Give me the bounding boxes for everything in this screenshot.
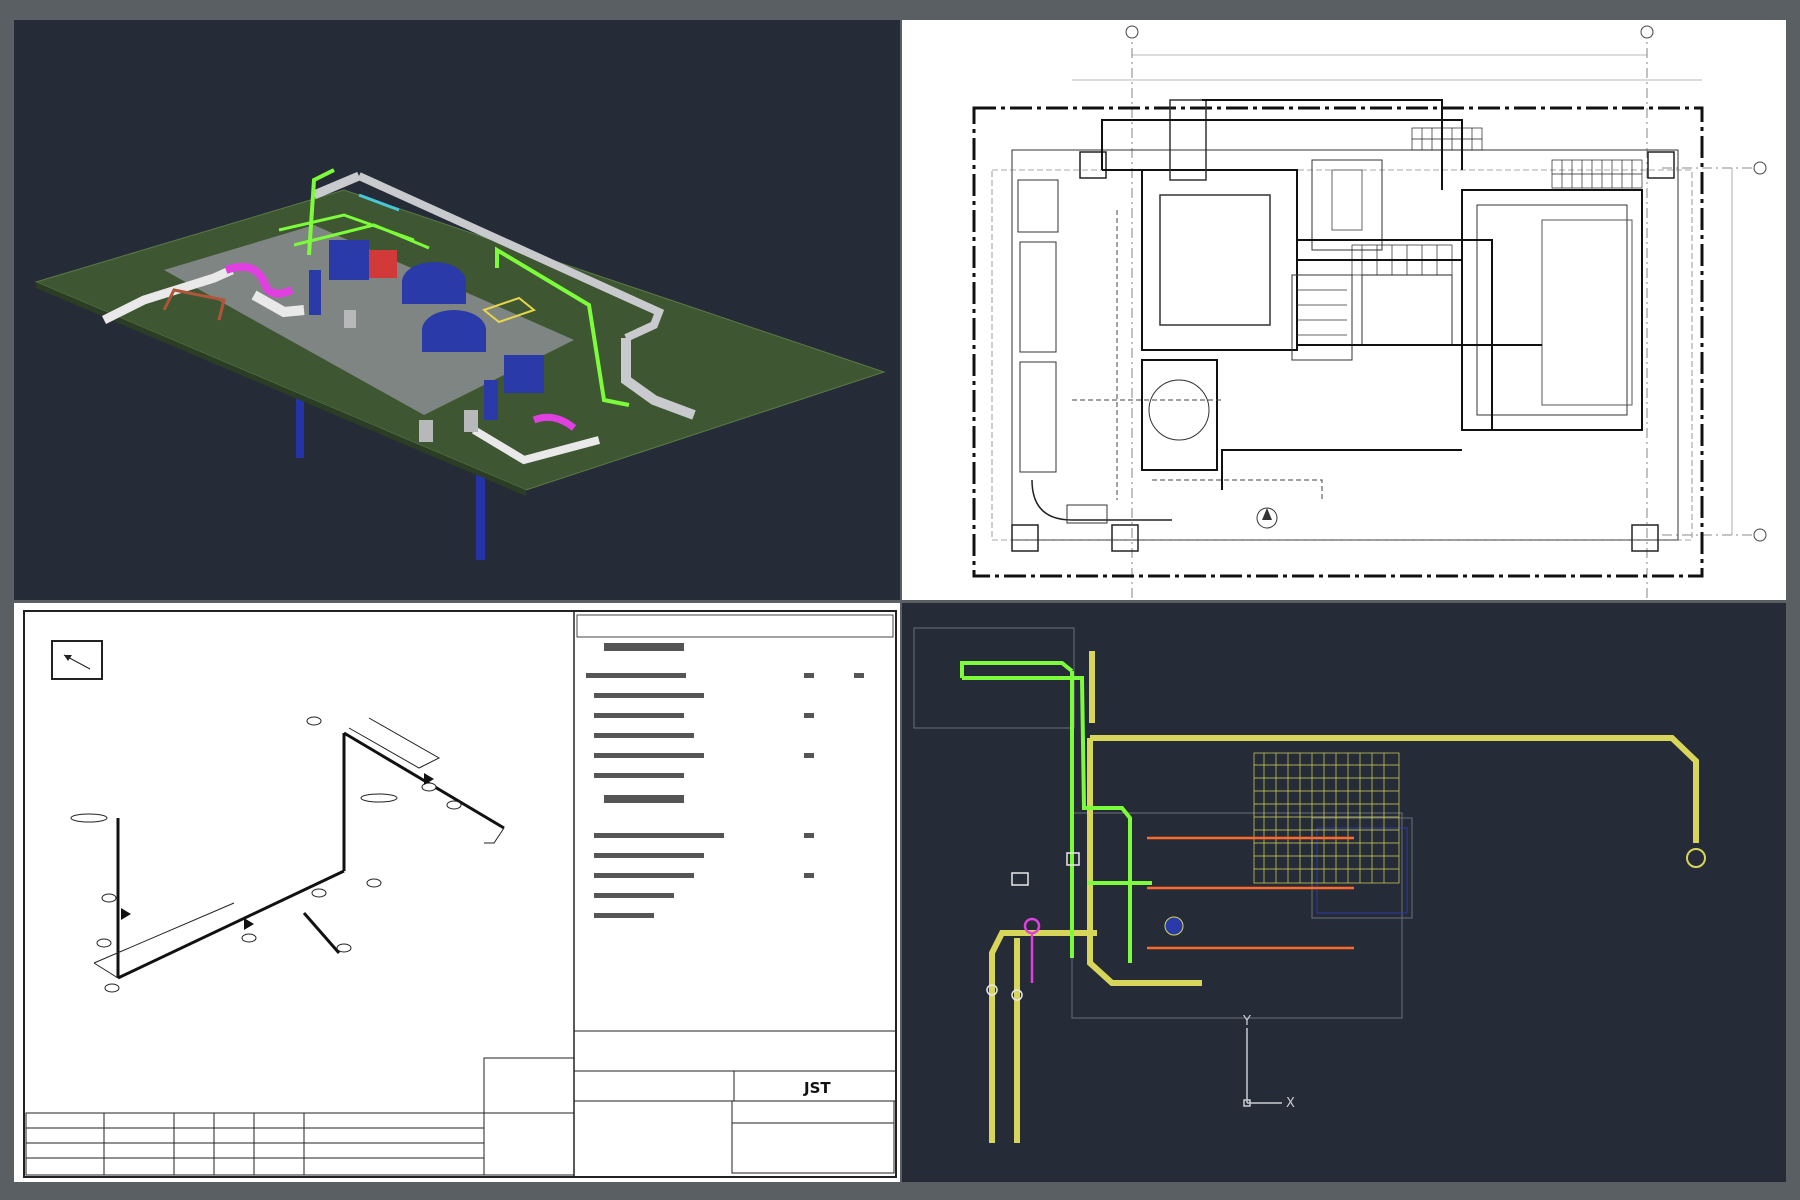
isometric-drawing-sheet: JST	[23, 610, 897, 1178]
inlet-pipe	[251, 290, 305, 318]
filter-vessel	[1017, 179, 1059, 233]
equipment-outline	[1311, 817, 1413, 919]
outlet-pipe	[471, 426, 601, 465]
valve-symbols	[986, 852, 1080, 1001]
pump-skid	[1141, 169, 1298, 351]
grid-bubble	[1753, 161, 1767, 175]
ucs-axis-icon	[1243, 1028, 1282, 1107]
pump-casing	[1148, 379, 1210, 441]
filter-vessel	[1019, 241, 1057, 353]
north-arrow-icon	[1262, 508, 1272, 520]
magenta-pipe	[224, 263, 294, 298]
pipe-end-flange	[1686, 848, 1706, 868]
plan-view-drawing	[972, 25, 1767, 600]
tank-area	[1461, 189, 1643, 431]
ucs-axis-y-label: Y	[1242, 1014, 1251, 1029]
battery-rack-lines	[1297, 289, 1347, 336]
grating-mesh	[1253, 752, 1400, 884]
isometric-3d-model-panel	[14, 20, 900, 600]
equipment-base	[419, 420, 433, 442]
orange-pipe	[1147, 836, 1354, 950]
pressure-vessel	[422, 330, 486, 352]
inlet-pipe	[101, 265, 234, 325]
pump-unit	[329, 240, 369, 280]
equipment-outline	[1316, 827, 1408, 914]
tank-area	[1476, 204, 1628, 416]
green-pipe	[307, 168, 335, 256]
instrument-line	[358, 193, 400, 212]
grating-hatch	[1351, 127, 1643, 276]
skid-frame	[991, 169, 1693, 541]
pump-unit	[504, 355, 544, 393]
equipment-base	[464, 410, 478, 432]
tank	[1361, 274, 1453, 346]
isometric-guide-lines	[93, 717, 505, 979]
north-arrow-icon	[64, 655, 72, 661]
piping-lines	[1101, 99, 1542, 490]
magenta-pipe	[532, 413, 577, 431]
equipment-base	[344, 310, 356, 328]
cad-2d-piping-view: Y X	[913, 627, 1706, 1143]
north-arrow-box	[51, 640, 103, 680]
skid-boundary	[972, 106, 1704, 578]
isometric-pipe-run	[116, 731, 505, 980]
title-block	[25, 1030, 896, 1176]
yellow-header-pipe	[989, 651, 1699, 1143]
grid-bubble	[1125, 25, 1139, 39]
tank-area	[1541, 219, 1633, 406]
pump-unit	[1164, 916, 1184, 936]
notes-text-lines	[586, 643, 864, 918]
valve-symbols	[121, 773, 434, 930]
drain-pipe	[1031, 479, 1172, 521]
grating	[481, 296, 537, 324]
grid-bubble	[1640, 25, 1654, 39]
header-pipe	[621, 338, 696, 420]
filter-vessel	[1019, 361, 1057, 473]
equipment-outline	[1071, 812, 1403, 1019]
green-pipe	[293, 223, 430, 250]
callout-bubbles	[70, 716, 462, 993]
control-panel	[1331, 169, 1363, 231]
control-panel	[1311, 159, 1383, 251]
support-column	[476, 452, 485, 560]
sheet-border	[23, 610, 897, 1178]
motor	[309, 270, 321, 315]
grid-bubble	[1753, 528, 1767, 542]
notes-header	[576, 614, 894, 638]
battery-rack	[1291, 274, 1353, 361]
corner-beams	[1011, 151, 1675, 552]
ucs-axis-x-label: X	[1286, 1096, 1295, 1111]
pump-skid	[1141, 359, 1218, 471]
green-pipe	[495, 246, 630, 407]
support-column	[296, 378, 304, 458]
green-pipe	[960, 661, 1152, 963]
isometric-drawing-sheet-panel: JST	[14, 603, 900, 1182]
header-pipe	[357, 172, 665, 342]
pressure-vessel	[402, 282, 466, 304]
heat-exchanger	[369, 250, 397, 278]
isometric-3d-model-view	[34, 168, 886, 560]
title-block-company-logo: JST	[803, 1079, 831, 1097]
cad-2d-piping-panel: Y X	[902, 603, 1786, 1182]
instrument-lines	[1072, 210, 1323, 500]
motor	[484, 380, 498, 420]
deck-edge	[36, 282, 526, 496]
drain-box	[1066, 504, 1108, 524]
pump-base	[1159, 194, 1271, 326]
plan-view-panel	[902, 20, 1786, 600]
vertical-vessel	[1169, 99, 1207, 181]
header-pipe	[312, 171, 361, 200]
support-frame	[162, 288, 226, 321]
equipment-floor	[164, 225, 574, 415]
